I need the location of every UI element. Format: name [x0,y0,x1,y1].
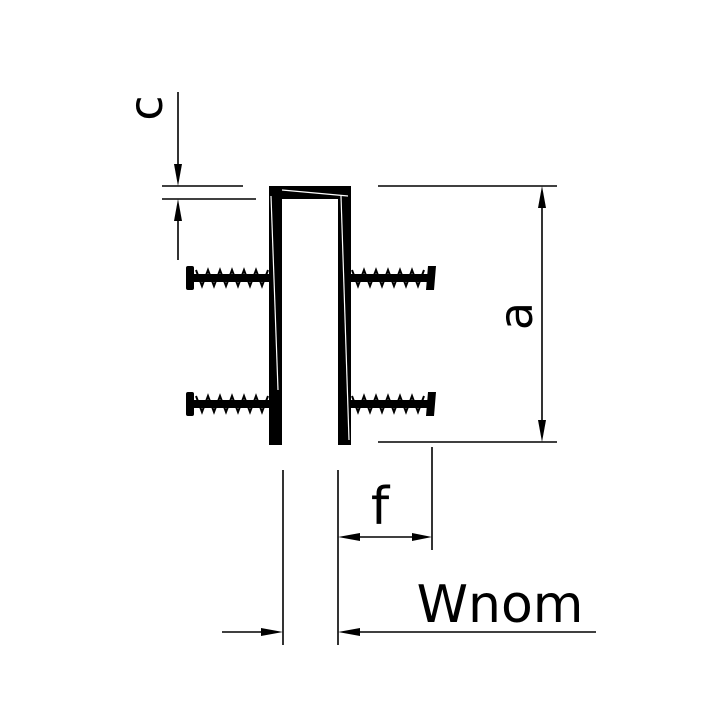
dim-wnom-arrowhead-left [261,628,283,636]
dim-a-arrowhead-up [538,186,546,208]
screw-lower-right [351,392,436,416]
dim-a-label: a [489,302,543,330]
screw-upper-left [186,266,270,290]
dim-wnom-arrowhead-right [338,628,360,636]
dim-wnom-label: Wnom [417,575,584,635]
joint-profile [269,186,351,445]
dim-c-arrowhead-up [174,199,182,221]
dim-c-arrowhead-down [174,164,182,186]
dim-f-arrowhead-left [338,533,360,541]
screw-lower-left [186,392,270,416]
dim-f-label: f [371,477,391,537]
dim-c-label: c [119,95,173,120]
dimension-wnom [222,470,596,645]
dimension-f [360,447,433,550]
dim-a-arrowhead-down [538,420,546,442]
profile-inner-lines [270,189,350,441]
dimension-c [162,92,256,260]
screw-upper-right [351,266,436,290]
dim-f-arrowhead-right [412,533,432,541]
dimension-a [378,185,557,443]
